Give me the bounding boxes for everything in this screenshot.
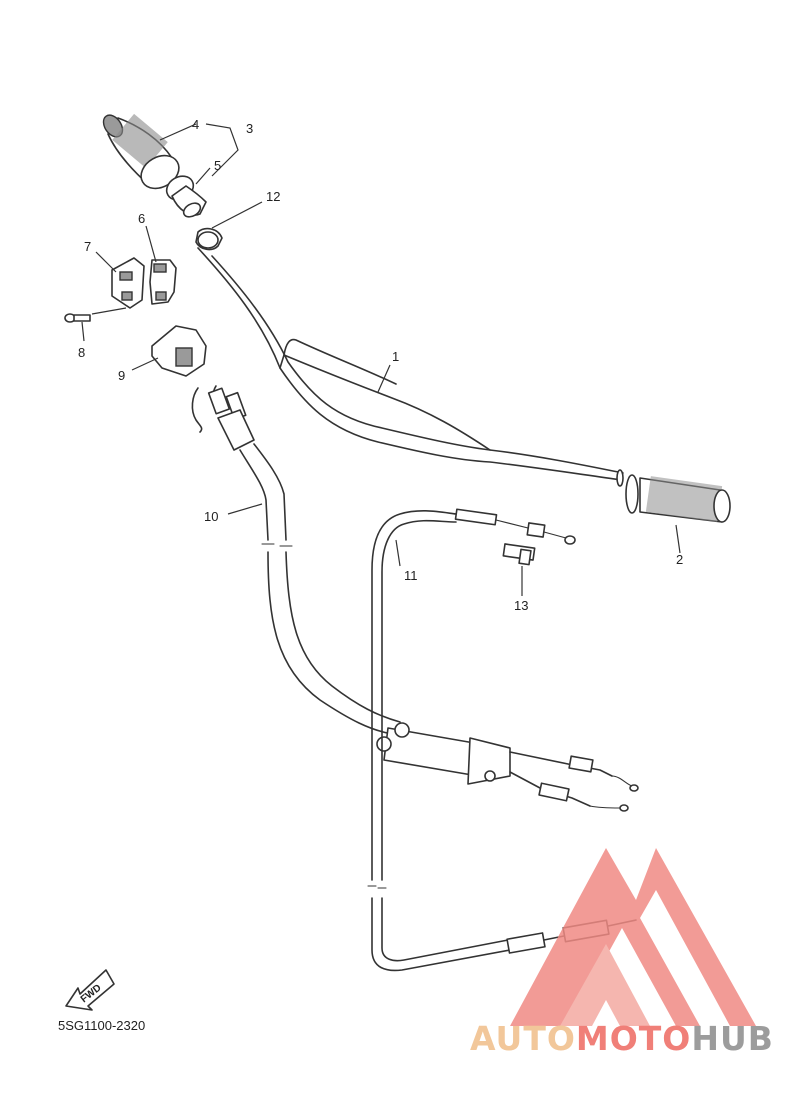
callout-1: 1 xyxy=(392,349,399,364)
housing-screw[interactable] xyxy=(64,313,91,323)
watermark-text: AUTOMOTOHUB xyxy=(470,1019,774,1058)
throttle-housing-lower[interactable] xyxy=(111,257,145,309)
throttle-cover[interactable] xyxy=(151,325,207,377)
diagram-code: 5SG1100-2320 xyxy=(58,1018,145,1033)
throttle-grip[interactable] xyxy=(100,112,185,195)
callout-2: 2 xyxy=(676,552,683,567)
forward-arrow: FWD xyxy=(65,969,115,1011)
bar-end-collar[interactable] xyxy=(195,227,223,251)
watermark-moto: MOTO xyxy=(576,1019,691,1058)
watermark-logo-icon xyxy=(510,848,756,1026)
cable-adjuster[interactable] xyxy=(502,543,536,566)
callout-7: 7 xyxy=(84,239,91,254)
callout-labels: 1 2 3 4 5 6 7 8 9 10 11 12 13 xyxy=(78,117,683,613)
callout-12: 12 xyxy=(266,189,280,204)
right-grip[interactable] xyxy=(625,474,731,523)
throttle-housing-upper[interactable] xyxy=(149,259,177,305)
callout-10: 10 xyxy=(204,509,218,524)
watermark-hub: HUB xyxy=(691,1019,774,1058)
watermark-auto: AUTO xyxy=(470,1019,576,1058)
svg-text:AUTOMOTOHUB: AUTOMOTOHUB xyxy=(470,1019,774,1058)
callout-4: 4 xyxy=(192,117,199,132)
callout-9: 9 xyxy=(118,368,125,383)
callout-13: 13 xyxy=(514,598,528,613)
handlebar[interactable] xyxy=(197,247,624,487)
cable-bracket[interactable] xyxy=(376,722,639,812)
callout-5: 5 xyxy=(214,158,221,173)
leader-lines xyxy=(81,123,681,596)
callout-11: 11 xyxy=(404,568,418,583)
callout-6: 6 xyxy=(138,211,145,226)
throttle-collar[interactable] xyxy=(162,171,207,219)
throttle-cables[interactable] xyxy=(191,385,401,735)
callout-3: 3 xyxy=(246,121,253,136)
callout-8: 8 xyxy=(78,345,85,360)
